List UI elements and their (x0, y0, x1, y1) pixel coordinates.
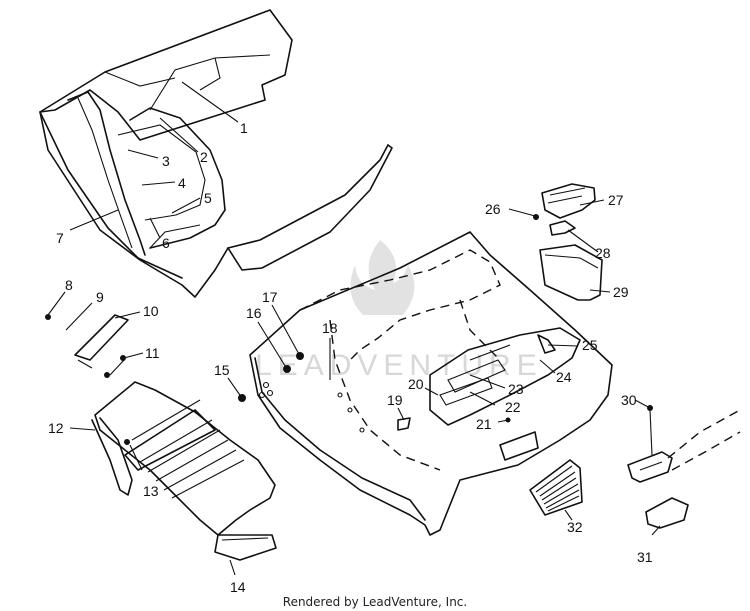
callout-27: 27 (608, 192, 624, 208)
callout-21: 21 (476, 416, 492, 432)
callout-12: 12 (48, 420, 64, 436)
callout-32: 32 (567, 519, 583, 535)
seat-assembly (39, 9, 393, 298)
callout-29: 29 (613, 284, 629, 300)
callout-14: 14 (230, 579, 246, 595)
callout-16: 16 (246, 305, 262, 321)
callout-26: 26 (485, 201, 501, 217)
callout-24: 24 (556, 369, 572, 385)
bumper-assembly (45, 314, 277, 561)
callout-13: 13 (143, 483, 159, 499)
gauge-assembly (533, 183, 603, 301)
callout-8: 8 (65, 277, 73, 293)
callout-11: 11 (145, 345, 160, 361)
callout-19: 19 (387, 392, 403, 408)
callout-25: 25 (582, 337, 598, 353)
callout-23: 23 (508, 381, 524, 397)
callout-9: 9 (96, 289, 104, 305)
callout-28: 28 (595, 245, 611, 261)
callout-4: 4 (178, 175, 186, 191)
callout-labels: 1 2 3 4 5 6 7 8 9 10 11 12 13 14 15 16 1… (48, 120, 653, 595)
watermark-flame-icon (350, 240, 415, 315)
callout-7: 7 (56, 230, 64, 246)
callout-15: 15 (214, 362, 230, 378)
callout-22: 22 (505, 399, 521, 415)
callout-6: 6 (162, 235, 170, 251)
callout-5: 5 (204, 190, 212, 206)
hood-assembly (249, 231, 613, 536)
callout-31: 31 (637, 549, 653, 565)
leader-lines (47, 81, 661, 576)
callout-3: 3 (162, 153, 170, 169)
callout-18: 18 (322, 320, 338, 336)
callout-2: 2 (200, 149, 208, 165)
callout-30: 30 (621, 392, 637, 408)
callout-17: 17 (262, 289, 278, 305)
callout-10: 10 (143, 303, 159, 319)
bracket-assembly (627, 405, 741, 529)
callout-20: 20 (408, 376, 424, 392)
callout-1: 1 (240, 120, 248, 136)
credit-text: Rendered by LeadVenture, Inc. (283, 595, 467, 609)
